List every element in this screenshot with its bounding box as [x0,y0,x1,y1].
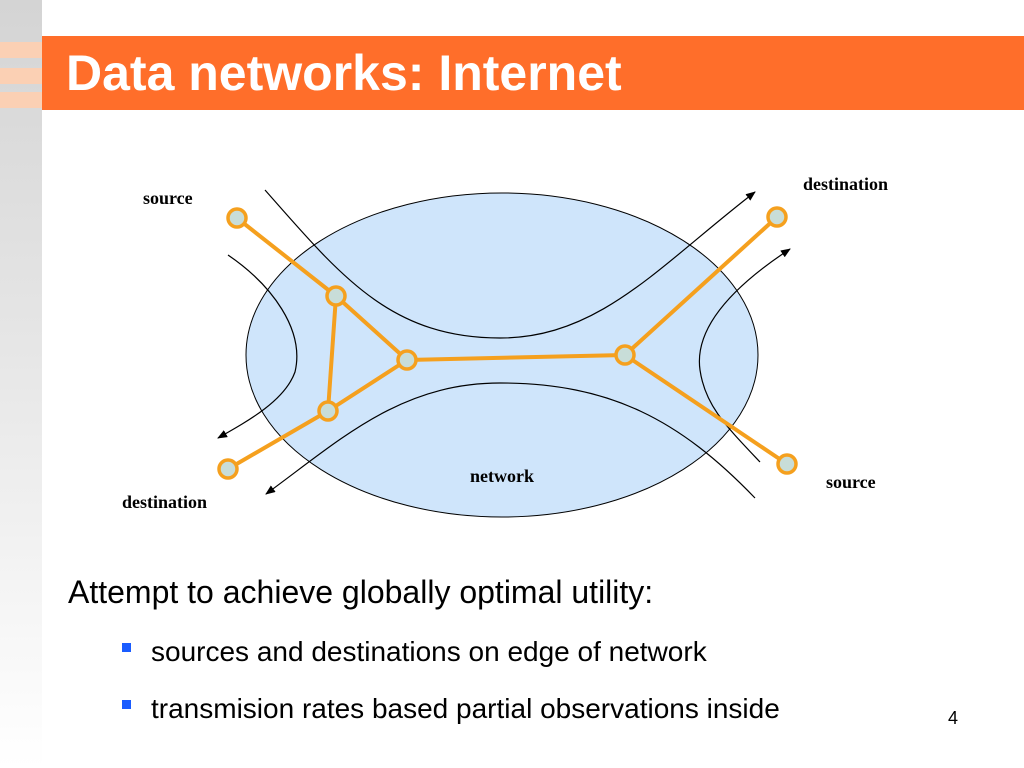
network-cloud [245,192,759,518]
label-destination-bottom-left: destination [122,492,207,512]
node-source-top-left [226,207,248,229]
label-source-top-left: source [143,188,193,208]
decor-bar-top [0,42,42,58]
link-destination-to-node [226,409,330,471]
slide-title: Data networks: Internet [66,45,622,101]
flow-curve-right [698,248,791,463]
link-node-to-destination [623,215,779,357]
node-source-bottom-right [776,453,798,475]
side-stripe [0,0,42,768]
node-destination-top-right [766,206,788,228]
main-point: Attempt to achieve globally optimal util… [68,574,654,610]
node-router-center [396,349,418,371]
flow-curve-bottom [265,382,756,499]
link-backbone [405,353,627,362]
bullet-square-icon [122,700,131,710]
node-router-right [614,344,636,366]
label-destination-top-right: destination [803,174,888,194]
link-triangle-side-c [326,358,409,413]
bullet-item-2: transmision rates based partial observat… [122,691,780,727]
link-node-to-source [623,353,789,466]
bullet-square-icon [122,643,131,653]
network-links [226,215,789,471]
slide-number: 4 [948,708,959,728]
flow-curve-left [217,254,298,439]
title-bar: Data networks: Internet [42,36,1024,110]
link-triangle-side-a [334,294,409,362]
link-triangle-side-b [326,294,338,413]
node-destination-bottom-left [217,458,239,480]
label-network: network [470,466,534,486]
decor-bar-bottom [0,92,42,108]
network-nodes [217,206,798,480]
bullet-text-1: sources and destinations on edge of netw… [151,636,707,667]
flow-curve-top [264,189,756,339]
node-router-upper [325,285,347,307]
label-source-bottom-right: source [826,472,876,492]
node-router-lower [317,400,339,422]
link-source-to-node [235,216,338,298]
decor-bar-middle [0,68,42,84]
bullet-item-1: sources and destinations on edge of netw… [122,634,707,670]
bullet-text-2: transmision rates based partial observat… [151,693,780,724]
